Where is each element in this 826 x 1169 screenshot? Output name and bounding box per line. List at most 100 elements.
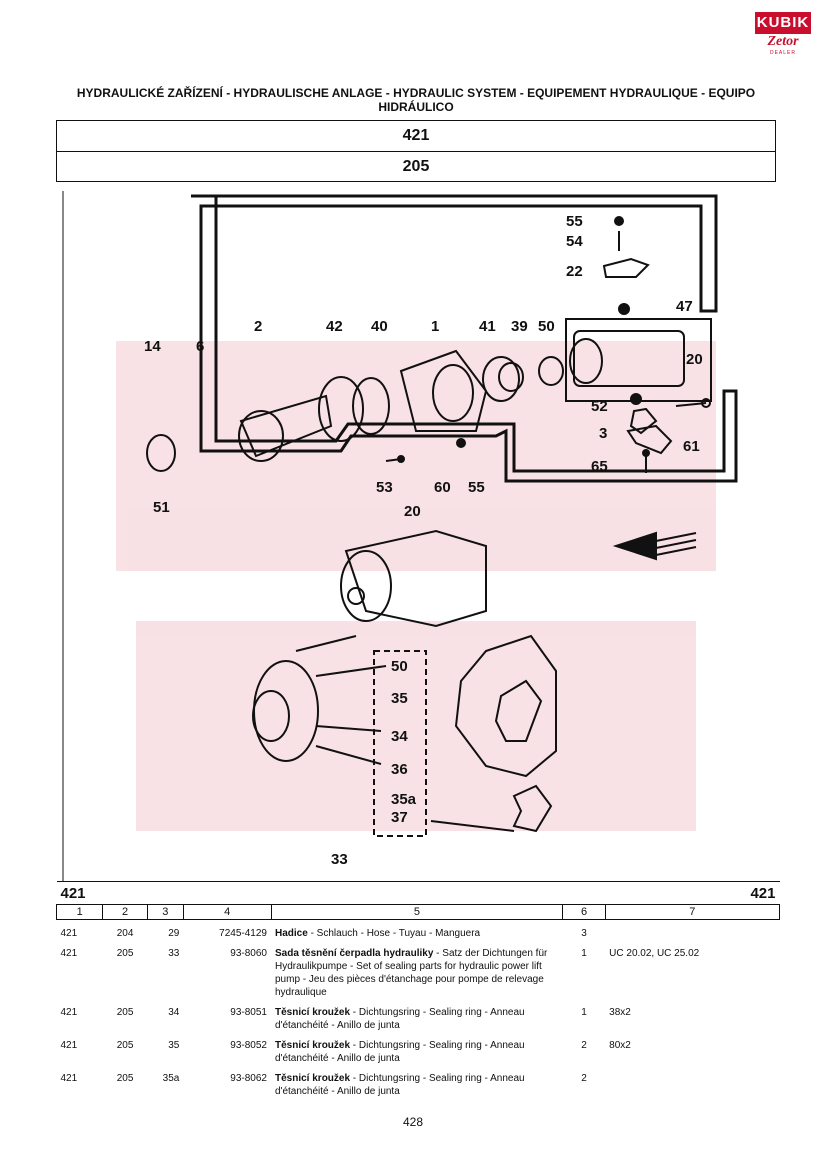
callout-20-lower: 20 (404, 503, 421, 520)
col-header-7: 7 (604, 904, 781, 920)
logo-kubik-text: KUBIK (755, 12, 811, 34)
row-subgroup: 205 (116, 1007, 134, 1018)
callout-33: 33 (331, 851, 348, 868)
callout-14: 14 (144, 338, 161, 355)
row-part-desc: - Satz der Dichtungen für Hydraulikpumpe… (275, 948, 548, 998)
row-description: Těsnicí kroužek - Dichtungsring - Sealin… (271, 1032, 563, 1065)
table-row: 421 205 35a 93-8062 Těsnicí kroužek - Di… (57, 1065, 780, 1098)
table-row: 421 205 33 93-8060 Sada těsnění čerpadla… (57, 940, 780, 999)
page-title: HYDRAULICKÉ ZAŘÍZENÍ - HYDRAULISCHE ANLA… (76, 86, 756, 114)
row-description: Hadice - Schlauch - Hose - Tuyau - Mangu… (271, 920, 563, 941)
logo-zetor-text: Zetor (767, 34, 799, 49)
row-part-desc: - Dichtungsring - Sealing ring - Anneau … (275, 1073, 525, 1097)
row-position: 34 (168, 1007, 180, 1018)
page-number: 428 (402, 1115, 424, 1129)
callout-42: 42 (326, 318, 343, 335)
group-left: 421 (56, 881, 184, 905)
row-note: 80x2 (609, 1040, 631, 1051)
col-header-2: 2 (102, 904, 148, 920)
callout-39: 39 (511, 318, 528, 335)
col-header-4: 4 (182, 904, 272, 920)
callout-6: 6 (196, 338, 204, 355)
table-row: 421 204 29 7245-4129 Hadice - Schlauch -… (57, 920, 780, 941)
row-part-desc: - Dichtungsring - Sealing ring - Anneau … (275, 1040, 525, 1064)
col-header-1: 1 (55, 904, 104, 920)
row-note (605, 1065, 779, 1098)
row-position: 35 (168, 1040, 180, 1051)
row-group: 421 (60, 1040, 78, 1051)
col-header-5: 5 (270, 904, 564, 920)
row-group: 421 (60, 1073, 78, 1084)
table-row: 421 205 34 93-8051 Těsnicí kroužek - Dic… (57, 999, 780, 1032)
row-part-number: 93-8062 (230, 1073, 267, 1084)
row-group: 421 (60, 1007, 78, 1018)
callout-53: 53 (376, 479, 393, 496)
row-part-name: Těsnicí kroužek (275, 1073, 351, 1084)
callout-50-lower: 50 (391, 658, 408, 675)
callout-3: 3 (599, 425, 607, 442)
row-part-name: Těsnicí kroužek (275, 1040, 351, 1051)
callout-51: 51 (153, 499, 170, 516)
parts-table: 421 421 1 2 3 4 5 6 7 421 204 29 7245-41… (55, 881, 781, 1098)
subgroup-code-box: 205 (56, 151, 776, 182)
row-part-name: Hadice (275, 928, 308, 939)
row-note (605, 920, 779, 941)
callout-41: 41 (479, 318, 496, 335)
row-part-number: 93-8060 (230, 948, 267, 959)
callout-55-lower: 55 (468, 479, 485, 496)
table-row: 421 205 35 93-8052 Těsnicí kroužek - Dic… (57, 1032, 780, 1065)
row-part-number: 93-8051 (230, 1007, 267, 1018)
col-header-3: 3 (146, 904, 184, 920)
callout-2: 2 (254, 318, 262, 335)
row-quantity: 1 (581, 1007, 587, 1018)
row-position: 29 (168, 928, 180, 939)
row-subgroup: 204 (116, 928, 134, 939)
row-part-number: 93-8052 (230, 1040, 267, 1051)
column-header-row: 1 2 3 4 5 6 7 (55, 904, 781, 920)
row-subgroup: 205 (116, 1040, 134, 1051)
exploded-diagram: 55 54 22 47 14 6 2 42 40 1 41 39 50 20 5… (56, 181, 776, 881)
row-position: 33 (168, 948, 180, 959)
callout-35a: 35a (391, 791, 417, 808)
row-part-desc: - Schlauch - Hose - Tuyau - Manguera (307, 928, 481, 939)
callout-55: 55 (566, 213, 583, 230)
callout-34: 34 (391, 728, 408, 745)
row-quantity: 2 (581, 1073, 587, 1084)
callout-50: 50 (538, 318, 555, 335)
callout-54: 54 (566, 233, 583, 250)
row-subgroup: 205 (116, 948, 134, 959)
row-group: 421 (60, 948, 78, 959)
callout-40: 40 (371, 318, 388, 335)
row-quantity: 3 (581, 928, 587, 939)
row-description: Těsnicí kroužek - Dichtungsring - Sealin… (271, 1065, 563, 1098)
callout-65: 65 (591, 458, 608, 475)
row-part-number: 7245-4129 (219, 928, 267, 939)
parts-table-section: 421 421 1 2 3 4 5 6 7 421 204 29 7245-41… (55, 881, 781, 1098)
callout-52: 52 (591, 398, 608, 415)
row-quantity: 1 (581, 948, 587, 959)
row-note: UC 20.02, UC 25.02 (609, 948, 700, 959)
callout-35: 35 (391, 690, 408, 707)
row-position: 35a (162, 1073, 180, 1084)
row-group: 421 (60, 928, 78, 939)
col-header-6: 6 (562, 904, 606, 920)
row-part-name: Těsnicí kroužek (275, 1007, 351, 1018)
group-header-row: 421 421 (56, 881, 780, 905)
group-right: 421 (605, 881, 780, 905)
callout-20: 20 (686, 351, 703, 368)
upper-parts (146, 216, 711, 473)
logo-dealer-text: DEALER (769, 50, 796, 56)
callout-60: 60 (434, 479, 451, 496)
group-code-box: 421 (56, 120, 776, 152)
callout-37: 37 (391, 809, 408, 826)
callout-61: 61 (683, 438, 700, 455)
callout-1: 1 (431, 318, 439, 335)
diagram-svg: 55 54 22 47 14 6 2 42 40 1 41 39 50 20 5… (62, 191, 738, 881)
row-note: 38x2 (609, 1007, 631, 1018)
kubik-zetor-logo: KUBIK Zetor DEALER (755, 12, 811, 58)
lower-pump (252, 529, 697, 837)
row-part-desc: - Dichtungsring - Sealing ring - Anneau … (275, 1007, 525, 1031)
dealer-watermark (116, 341, 716, 831)
row-quantity: 2 (581, 1040, 587, 1051)
row-subgroup: 205 (116, 1073, 134, 1084)
